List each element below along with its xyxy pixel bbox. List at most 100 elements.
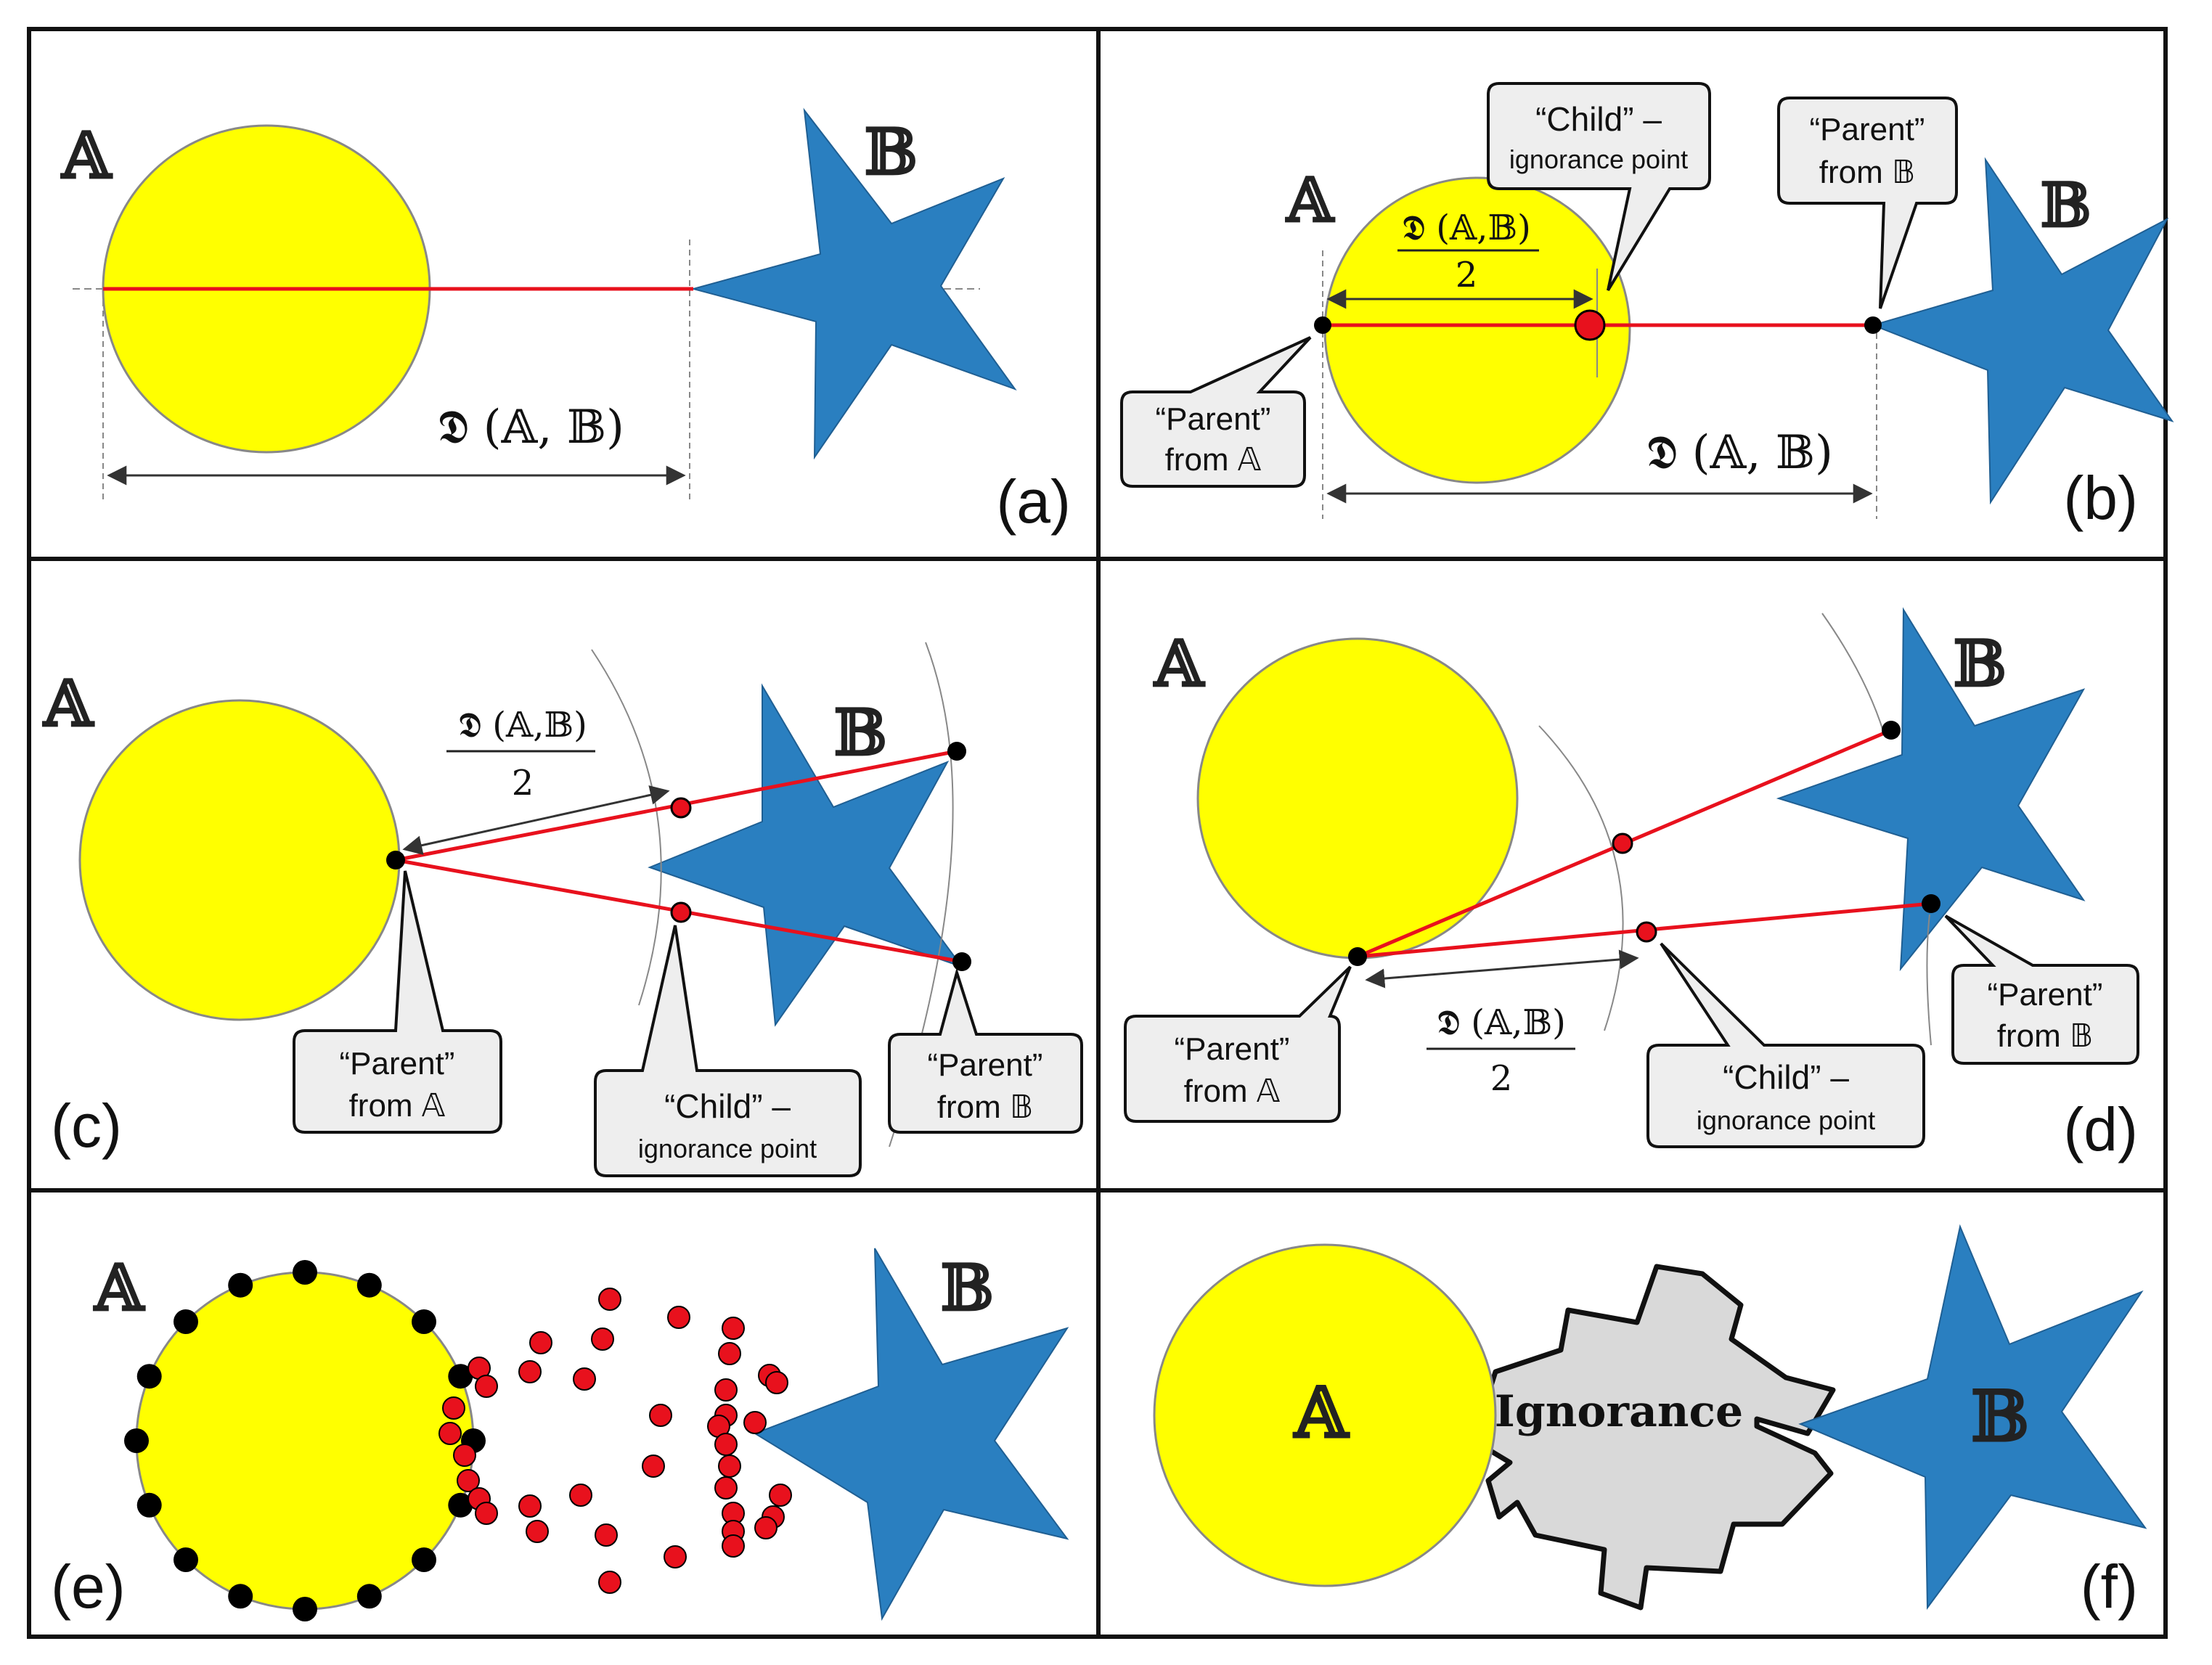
child-point (475, 1502, 498, 1525)
circle-a (78, 699, 401, 1021)
parent-point (412, 1547, 436, 1572)
child-point (718, 1342, 741, 1365)
parent-a-callout-line2: from 𝔸 (1184, 1073, 1281, 1109)
parent-a-callout-line1: “Parent” (1175, 1031, 1290, 1067)
ignorance-shape (1471, 1264, 1836, 1611)
child-points (438, 1288, 792, 1594)
child-point (518, 1494, 542, 1518)
star-b (690, 107, 1017, 460)
child-callout (1646, 942, 1925, 1148)
child-callout (1487, 82, 1711, 292)
parent-point-b (1864, 316, 1882, 334)
label-a: 𝔸 (1292, 1372, 1351, 1454)
child-point (722, 1317, 745, 1340)
child-point (649, 1404, 672, 1427)
child-point-upper (1612, 832, 1633, 854)
star-b (648, 683, 964, 1027)
parent-b-callout-line2: from 𝔹 (1997, 1018, 2093, 1054)
parent-point-a (386, 851, 405, 870)
distance-label: 𝕯 (𝔸, 𝔹) (438, 401, 624, 454)
child-callout-line1: “Child” – (1535, 100, 1662, 138)
child-point (598, 1571, 621, 1594)
label-b: 𝔹 (864, 114, 918, 189)
child-point (453, 1444, 476, 1467)
parent-point (356, 1272, 382, 1298)
star-b (1776, 607, 2086, 972)
parent-b-callout (1777, 97, 1958, 309)
half-distance-denominator: 2 (1490, 1058, 1513, 1099)
label-b: 𝔹 (1953, 626, 2007, 701)
parent-a-callout-line1: “Parent” (340, 1046, 455, 1081)
child-point (642, 1455, 665, 1478)
star-b (1798, 1224, 2147, 1610)
panel-d: 𝕯 (𝔸,𝔹) 2 “Parent” from 𝔸 “Child” – igno… (1124, 607, 2139, 1163)
label-b: 𝔹 (833, 695, 887, 770)
child-point (518, 1360, 542, 1383)
child-point (569, 1484, 592, 1507)
child-point-lower (1636, 921, 1657, 943)
label-b: 𝔹 (1970, 1375, 2029, 1457)
parent-a-callout-line1: “Parent” (1156, 401, 1271, 437)
parent-point-b-lower (1922, 894, 1940, 913)
child-point (573, 1367, 596, 1391)
child-callout-line2: ignorance point (1697, 1105, 1875, 1135)
child-callout (594, 925, 862, 1177)
parent-point (448, 1492, 473, 1518)
ignorance-text: Ignorance (1495, 1386, 1743, 1437)
child-point (529, 1331, 552, 1354)
parent-b-callout (888, 967, 1083, 1134)
child-point (718, 1455, 741, 1478)
panel-f: Ignorance 𝔸 𝔹 (f) (1153, 1224, 2147, 1621)
parent-a-callout-line2: from 𝔸 (1165, 442, 1262, 478)
panel-label-c: (c) (51, 1092, 122, 1160)
child-point (765, 1371, 788, 1394)
parent-a-callout (293, 870, 502, 1134)
child-point (722, 1534, 745, 1558)
parent-point (448, 1364, 473, 1389)
parent-b-callout-line2: from 𝔹 (937, 1089, 1033, 1125)
parent-point (293, 1597, 317, 1621)
half-distance-label: 𝕯 (𝔸,𝔹) (458, 705, 587, 745)
panel-frames (27, 27, 2168, 1639)
circle-a (1153, 1243, 1497, 1587)
panel-label-e: (e) (51, 1552, 126, 1621)
panel-label-a: (a) (996, 467, 1071, 536)
panel-label-f: (f) (2081, 1552, 2138, 1621)
parent-b-callout (1944, 915, 2139, 1065)
label-a: 𝔸 (92, 1250, 146, 1325)
label-a: 𝔸 (1285, 164, 1336, 236)
label-a: 𝔸 (60, 118, 113, 193)
half-distance-arrow (402, 785, 670, 855)
parent-point (228, 1584, 253, 1609)
parent-point (228, 1272, 253, 1298)
parent-points (124, 1260, 486, 1621)
child-point (442, 1396, 465, 1420)
child-point (526, 1520, 549, 1543)
parent-b-callout-line1: “Parent” (1810, 112, 1925, 147)
child-point-upper (670, 797, 692, 819)
child-point (595, 1523, 618, 1547)
panel-frame-f (1096, 1188, 2168, 1639)
parent-point (124, 1428, 149, 1453)
half-distance-label: 𝕯 (𝔸,𝔹) (1402, 208, 1531, 248)
distance-label: 𝕯 (𝔸, 𝔹) (1646, 426, 1833, 480)
parent-point-b-upper (1882, 721, 1901, 740)
half-distance-label: 𝕯 (𝔸,𝔹) (1437, 1002, 1566, 1043)
child-point (714, 1378, 738, 1402)
parent-point-b-lower (952, 952, 971, 971)
child-point (591, 1328, 614, 1351)
child-callout-line1: “Child” – (664, 1087, 791, 1125)
panel-c: 𝕯 (𝔸,𝔹) 2 “Parent” from 𝔸 “Child” – igno… (41, 642, 1083, 1177)
parent-point-b-upper (947, 742, 966, 761)
child-point (743, 1411, 767, 1434)
parent-a-callout (1124, 965, 1352, 1123)
parent-a-callout-line2: from 𝔸 (349, 1088, 446, 1124)
panel-label-d: (d) (2063, 1095, 2138, 1163)
label-b: 𝔹 (940, 1250, 994, 1325)
child-point (664, 1545, 687, 1568)
parent-point (174, 1309, 198, 1334)
half-distance-denominator: 2 (1456, 255, 1478, 295)
child-point-lower (670, 901, 692, 923)
child-callout-line2: ignorance point (638, 1134, 817, 1163)
